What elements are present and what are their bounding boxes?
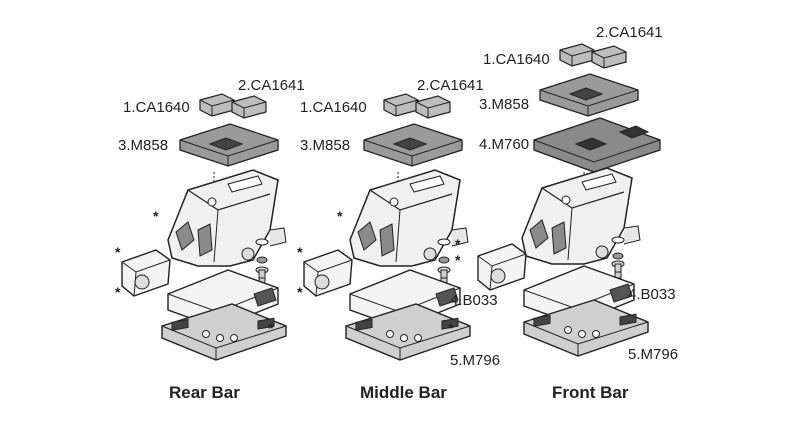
- rear-foot-body: [167, 169, 287, 267]
- front-block-ca1640: [559, 43, 595, 67]
- middle-block-ca1640: [383, 93, 419, 117]
- rear-pad-m858: [179, 123, 279, 167]
- marker-star: *: [297, 244, 303, 260]
- rear-block-ca1641: [231, 95, 267, 119]
- rear-block-ca1640: [199, 93, 235, 117]
- middle-label-m796: 5.M796: [450, 352, 501, 369]
- middle-bar-caption: Middle Bar: [360, 383, 447, 402]
- middle-label-ca1641: 2.CA1641: [417, 77, 484, 94]
- front-label-m858: 3.M858: [479, 96, 530, 113]
- marker-star: *: [115, 244, 121, 260]
- front-bar-caption: Front Bar: [552, 383, 629, 402]
- marker-star: *: [297, 284, 303, 300]
- rear-bar-caption: Rear Bar: [169, 383, 240, 402]
- front-label-ca1640: 1.CA1640: [483, 51, 550, 68]
- rear-label-m858: 3.M858: [118, 137, 169, 154]
- marker-star: *: [153, 208, 159, 224]
- front-label-b033: 4.B033: [628, 286, 676, 303]
- rear-bar-artwork: [121, 93, 287, 361]
- middle-label-m858: 3.M858: [300, 137, 351, 154]
- marker-star: *: [115, 284, 121, 300]
- front-bar-artwork: [477, 43, 661, 357]
- middle-label-ca1640: 1.CA1640: [300, 99, 367, 116]
- marker-star: *: [448, 320, 454, 336]
- front-label-ca1641: 2.CA1641: [596, 24, 663, 41]
- middle-pad-m858: [363, 123, 463, 167]
- front-pad-m858: [539, 73, 639, 117]
- marker-star: *: [455, 252, 461, 268]
- front-block-ca1641: [591, 45, 627, 69]
- front-label-m796: 5.M796: [628, 346, 679, 363]
- middle-end-cap: [303, 249, 353, 297]
- middle-block-ca1641: [415, 95, 451, 119]
- rear-end-cap: [121, 249, 171, 297]
- front-end-cap: [477, 243, 527, 291]
- rear-label-ca1641: 2.CA1641: [238, 77, 305, 94]
- middle-label-b033: 4.B033: [450, 292, 498, 309]
- front-foot-body: [521, 167, 641, 265]
- marker-star: *: [455, 236, 461, 252]
- rear-label-ca1640: 1.CA1640: [123, 99, 190, 116]
- marker-star: *: [337, 208, 343, 224]
- front-label-m760: 4.M760: [479, 136, 530, 153]
- middle-foot-body: [349, 169, 469, 267]
- middle-bar-artwork: [303, 93, 471, 361]
- marker-star: *: [268, 320, 274, 336]
